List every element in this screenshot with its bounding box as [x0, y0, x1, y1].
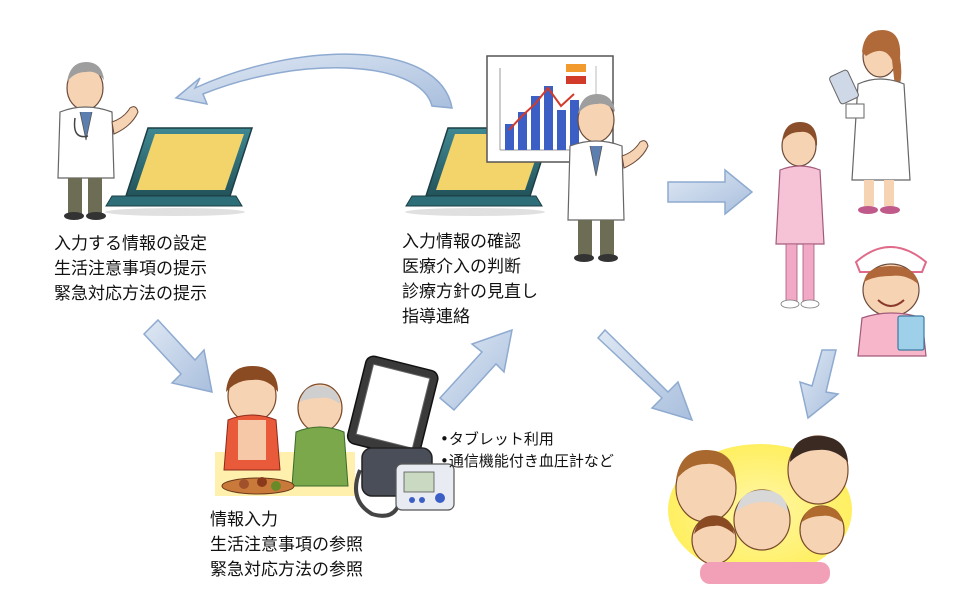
doctor-left-tasks: 入力する情報の設定 生活注意事項の提示 緊急対応方法の提示 — [54, 232, 207, 307]
arrow-nurse-to-family — [798, 349, 840, 420]
doctor-center-task-2: 医療介入の判断 — [402, 257, 521, 277]
blood-pressure-monitor-icon — [354, 447, 455, 518]
laptop-icon-left — [105, 127, 254, 216]
caregiver-icon — [775, 122, 825, 309]
patient-task-1: 情報入力 — [210, 510, 278, 530]
arrow-to-doctor — [438, 328, 513, 412]
arrow-to-patient — [142, 318, 213, 393]
tablet-icon — [346, 355, 439, 459]
doctor-icon-left — [57, 62, 139, 220]
doctor-left-task-3: 緊急対応方法の提示 — [54, 284, 207, 304]
doctor-center-task-1: 入力情報の確認 — [402, 232, 521, 252]
device-note-tablet: •タブレット利用 — [440, 430, 554, 448]
device-notes: •タブレット利用 •通信機能付き血圧計など — [440, 428, 614, 472]
doctor-icon-center — [567, 94, 649, 262]
doctor-center-task-4: 指導連絡 — [402, 307, 470, 327]
doctor-center-task-3: 診療方針の見直し — [402, 282, 538, 302]
device-note-monitor: •通信機能付き血圧計など — [440, 452, 614, 470]
doctor-left-task-1: 入力する情報の設定 — [54, 234, 207, 254]
arrow-to-staff — [667, 168, 754, 216]
arrow-doctor-to-family — [596, 328, 694, 422]
patient-task-2: 生活注意事項の参照 — [210, 535, 363, 555]
patient-task-3: 緊急対応方法の参照 — [210, 560, 363, 580]
curved-arrow-feedback — [174, 53, 453, 109]
doctor-left-task-2: 生活注意事項の提示 — [54, 259, 207, 279]
pharmacist-icon — [829, 30, 911, 214]
family-icon — [668, 435, 852, 584]
doctor-center-tasks: 入力情報の確認 医療介入の判断 診療方針の見直し 指導連絡 — [402, 230, 538, 330]
nurse-icon — [854, 246, 928, 357]
chart-icon — [486, 55, 614, 163]
patient-couple-icon — [215, 366, 355, 496]
patient-tasks: 情報入力 生活注意事項の参照 緊急対応方法の参照 — [210, 508, 363, 583]
